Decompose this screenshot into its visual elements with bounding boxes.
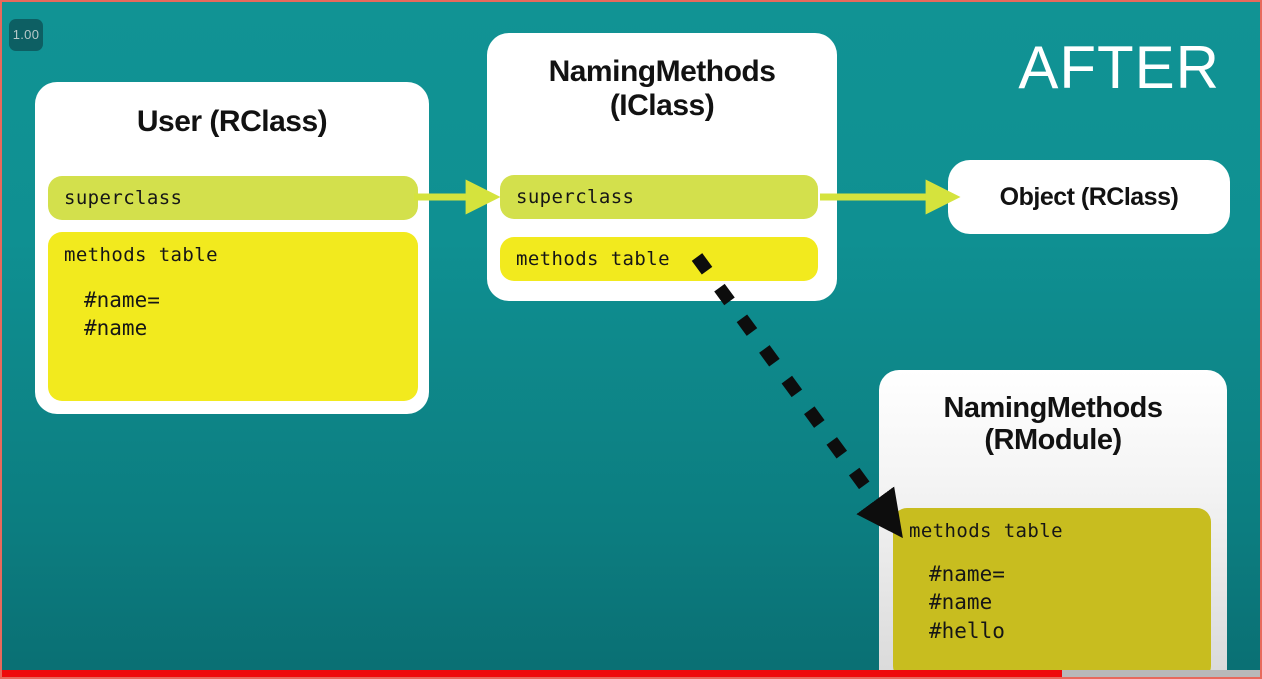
field-user-methods-table: methods table #name= #name: [48, 232, 418, 401]
card-user-title: User (RClass): [136, 105, 328, 138]
field-iclass-superclass: superclass: [500, 175, 818, 219]
card-namingmethods-rmodule: NamingMethods (RModule) methods table #n…: [879, 370, 1227, 677]
field-rmodule-methods-entries: #name= #name #hello: [929, 562, 1005, 643]
progress-fill: [2, 670, 1063, 677]
card-rmodule-title: NamingMethods (RModule): [879, 392, 1227, 457]
field-iclass-methods-table: methods table: [500, 237, 818, 281]
progress-track[interactable]: [2, 670, 1260, 677]
field-user-superclass: superclass: [48, 176, 418, 220]
field-iclass-superclass-label: superclass: [516, 186, 635, 208]
card-iclass-title: NamingMethods (IClass): [487, 55, 837, 122]
card-iclass-title-line2: (IClass): [609, 88, 715, 122]
card-rmodule-title-line1: NamingMethods: [943, 392, 1163, 424]
card-user-rclass: User (RClass) superclass methods table #…: [35, 82, 429, 414]
field-iclass-methods-label: methods table: [516, 248, 670, 270]
slide-heading: AFTER: [1018, 34, 1220, 101]
card-object-title: Object (RClass): [999, 183, 1179, 211]
field-user-methods-label: methods table: [64, 244, 218, 266]
field-user-methods-entries: #name= #name: [84, 288, 160, 341]
slide-number-badge: 1.00: [9, 19, 43, 51]
card-iclass-title-line1: NamingMethods: [548, 55, 776, 88]
field-rmodule-methods-label: methods table: [909, 520, 1063, 542]
card-rmodule-title-line2: (RModule): [984, 424, 1122, 457]
card-object-rclass: Object (RClass): [948, 160, 1230, 234]
field-rmodule-methods-table: methods table #name= #name #hello: [893, 508, 1211, 677]
card-namingmethods-iclass: NamingMethods (IClass) superclass method…: [487, 33, 837, 301]
field-user-superclass-label: superclass: [64, 187, 183, 209]
